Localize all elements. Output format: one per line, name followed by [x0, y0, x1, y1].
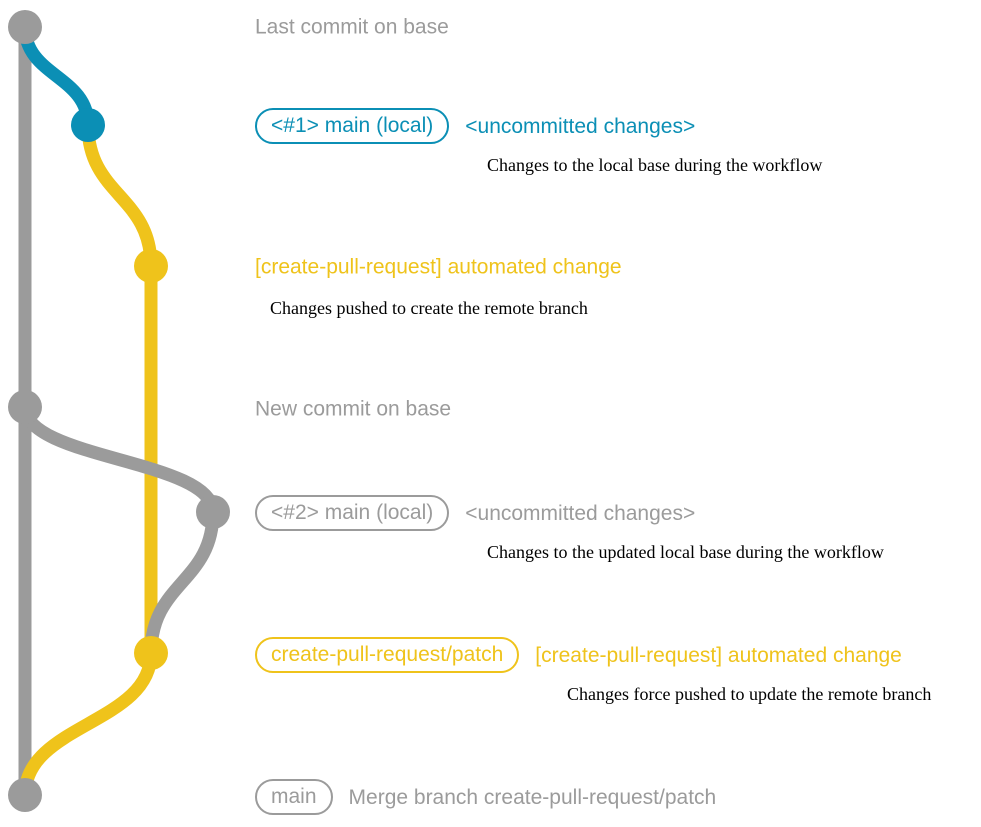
commit-node-base-head[interactable] [8, 10, 42, 44]
ref-badge-merge-into-main[interactable]: main [255, 779, 333, 815]
edge-local-1-to-remote-create [81, 118, 158, 273]
ref-badge-local-uncommitted-1[interactable]: <#1> main (local) [255, 108, 450, 144]
ref-badge-local-uncommitted-2[interactable]: <#2> main (local) [255, 495, 450, 531]
commit-node-base-merge[interactable] [8, 778, 42, 812]
commit-subject-local-uncommitted-1: <uncommitted changes> [465, 114, 696, 138]
commit-node-base-new[interactable] [8, 390, 42, 424]
commit-row-merge-into-main: main Merge branch create-pull-request/pat… [255, 779, 716, 815]
commit-row-last-commit-on-base: Last commit on base [255, 17, 449, 38]
commit-row-remote-force-push: create-pull-request/patch [create-pull-re… [255, 637, 902, 673]
commit-row-new-commit-on-base: New commit on base [255, 399, 451, 420]
graph-nodes [8, 10, 230, 812]
commit-note-remote-create-branch: Changes pushed to create the remote bran… [270, 298, 588, 318]
commit-subject-remote-create-branch: [create-pull-request] automated change [255, 255, 622, 279]
commit-note-local-uncommitted-1: Changes to the local base during the wor… [487, 155, 823, 175]
commit-subject-new-commit-on-base: New commit on base [255, 397, 452, 421]
commit-node-local-1[interactable] [71, 108, 105, 142]
commit-row-local-uncommitted-1: <#1> main (local) <uncommitted changes> [255, 108, 695, 144]
edge-local-2-to-remote-update [144, 505, 220, 660]
edge-remote-update-to-merge [18, 646, 158, 802]
commit-subject-last-commit-on-base: Last commit on base [255, 15, 449, 39]
commit-subject-local-uncommitted-2: <uncommitted changes> [465, 501, 696, 525]
commit-row-local-uncommitted-2: <#2> main (local) <uncommitted changes> [255, 495, 695, 531]
commit-note-remote-force-push: Changes force pushed to update the remot… [567, 684, 932, 704]
commit-row-remote-create-branch: [create-pull-request] automated change [255, 257, 622, 278]
commit-node-local-2[interactable] [196, 495, 230, 529]
edge-base-new-to-local-2 [18, 400, 220, 519]
commit-node-remote-update[interactable] [134, 636, 168, 670]
commit-node-remote-create[interactable] [134, 249, 168, 283]
commit-subject-remote-force-push: [create-pull-request] automated change [535, 643, 902, 667]
commit-note-local-uncommitted-2: Changes to the updated local base during… [487, 542, 884, 562]
commit-subject-merge-into-main: Merge branch create-pull-request/patch [348, 785, 717, 809]
ref-badge-remote-force-push[interactable]: create-pull-request/patch [255, 637, 520, 673]
